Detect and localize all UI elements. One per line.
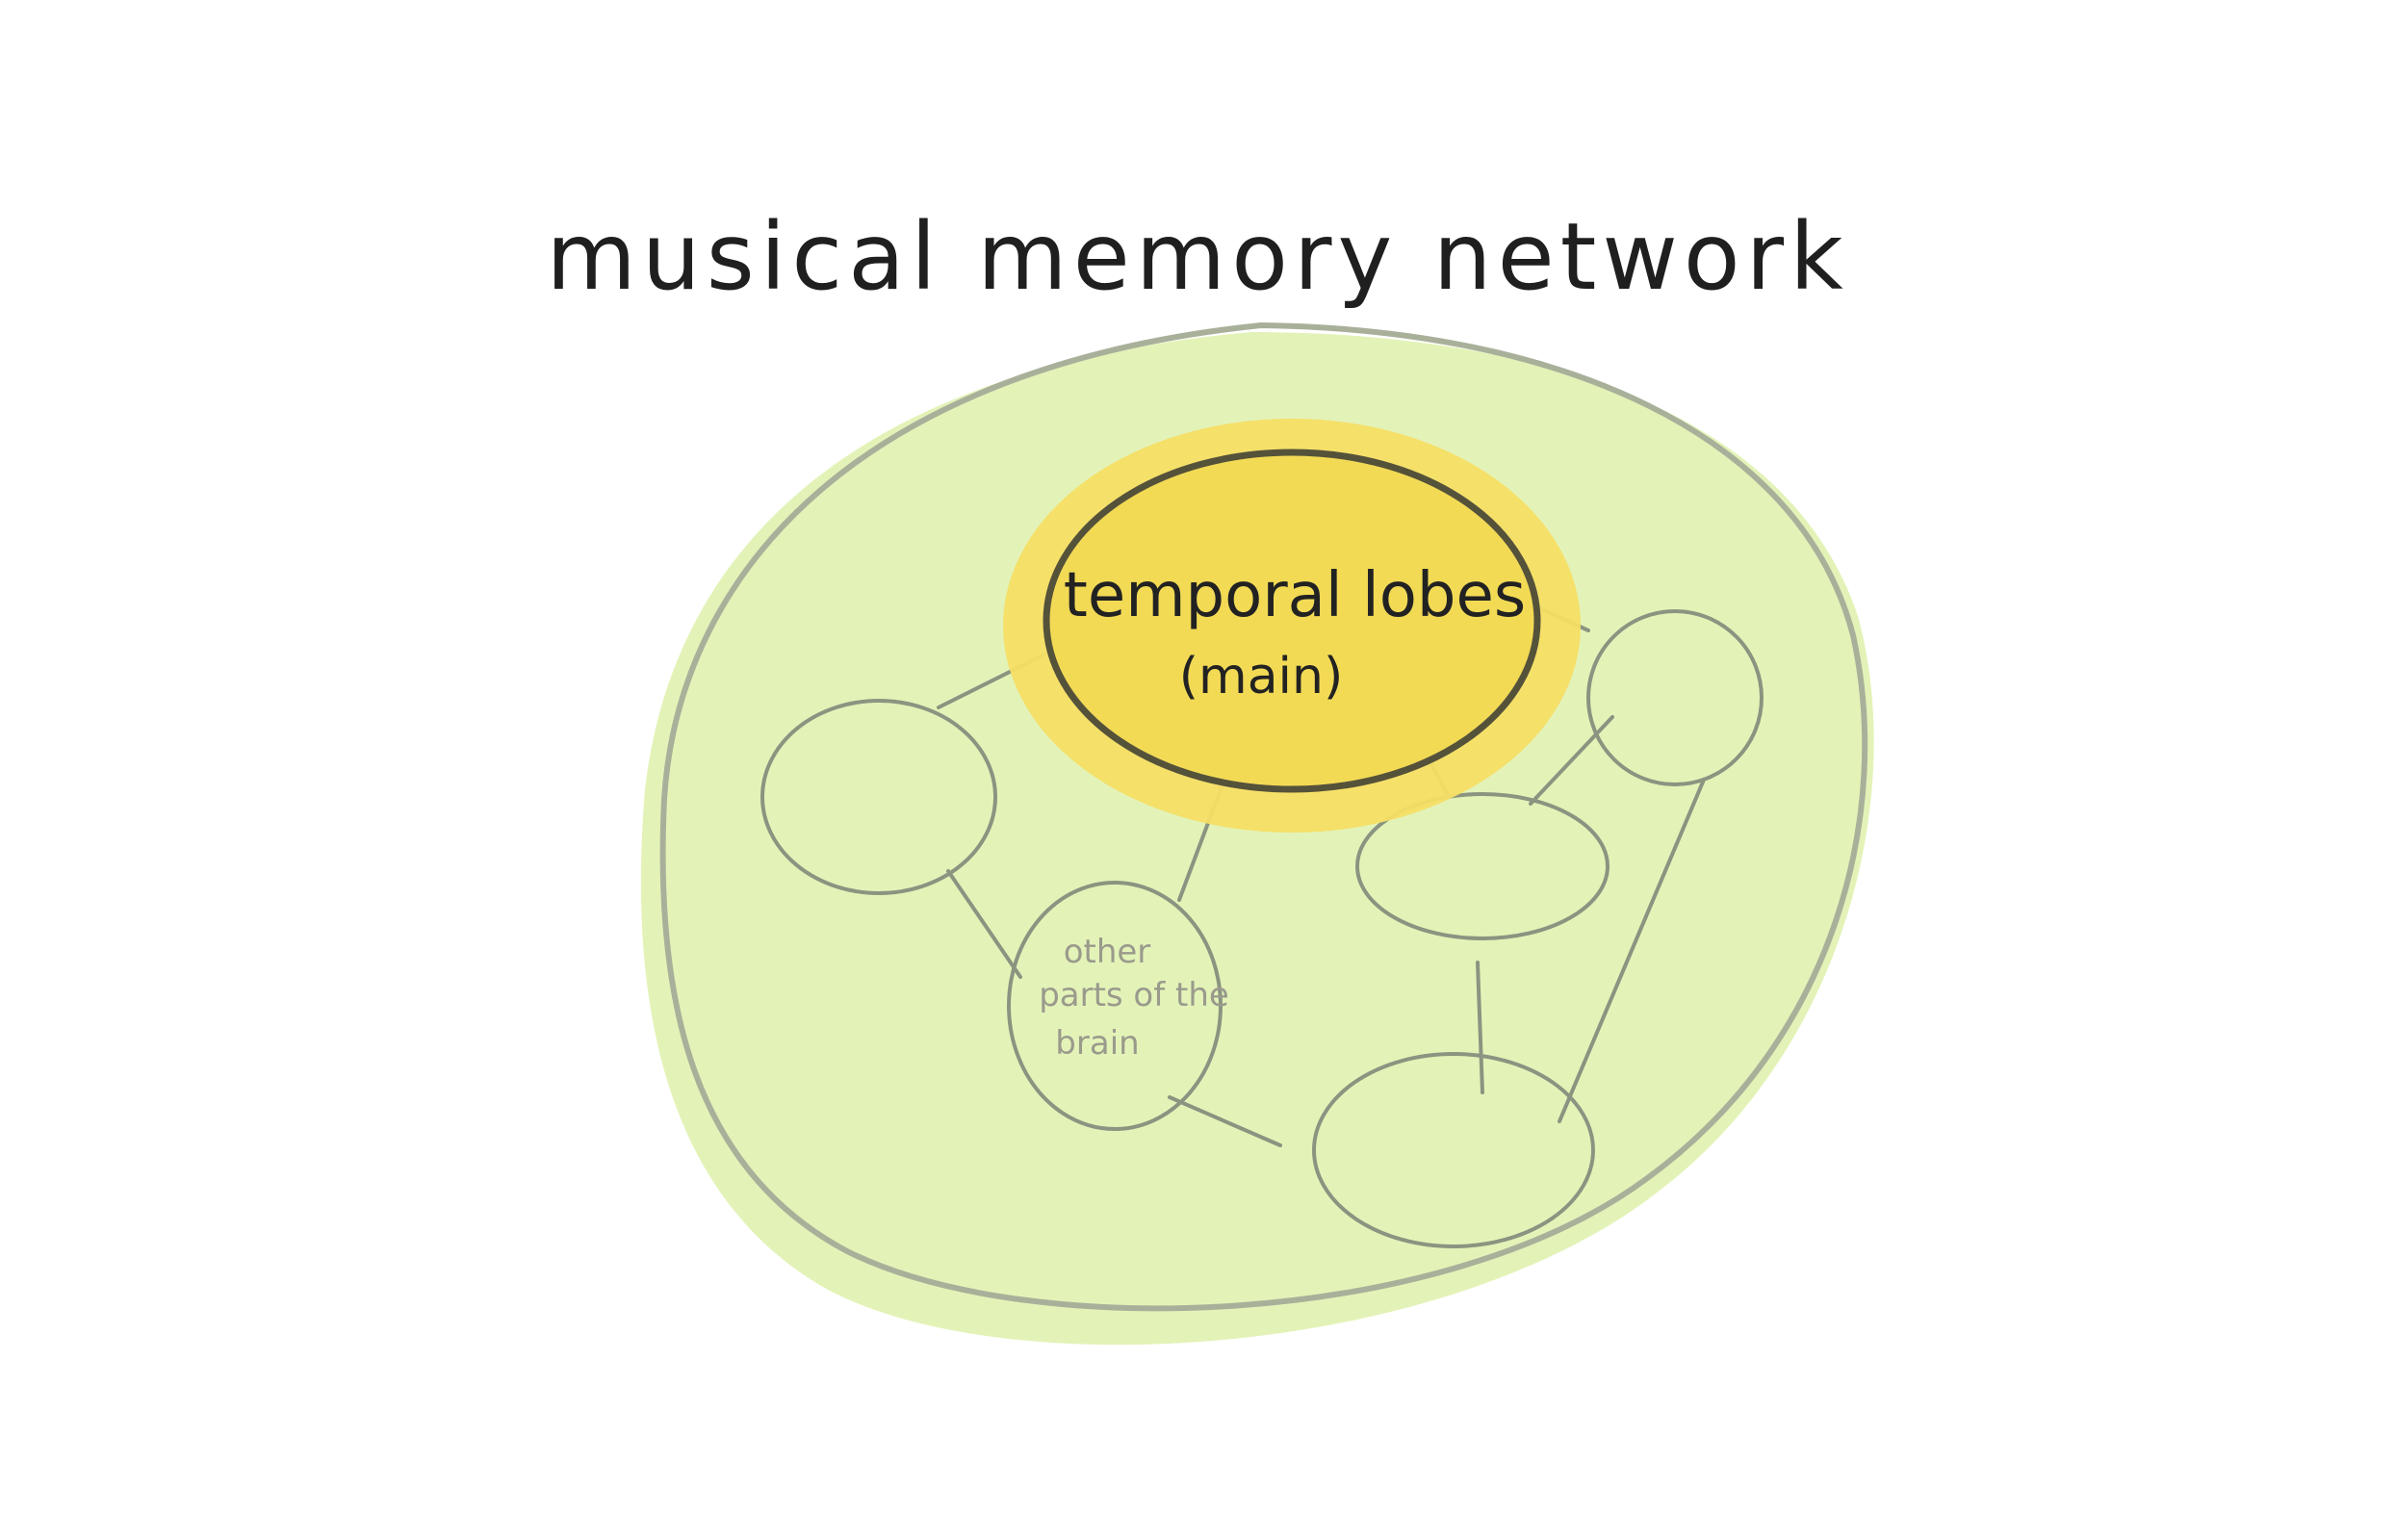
- node-right-middle: [1355, 792, 1610, 940]
- diagram-title: musical memory network: [546, 203, 1848, 311]
- node-bottom: [1312, 1052, 1595, 1248]
- edge-topright-bottom: [1558, 778, 1706, 1123]
- edge-other-bottom: [1168, 1095, 1282, 1147]
- other-parts-label-line2: parts of the: [1039, 976, 1229, 1014]
- edge-left-other: [946, 869, 1022, 979]
- edge-rightmid-bottom: [1476, 961, 1484, 1094]
- main-node: [1043, 449, 1541, 793]
- edge-rightmid-topright: [1529, 715, 1614, 806]
- node-other-parts: [1007, 881, 1223, 1131]
- node-top-right: [1586, 609, 1764, 786]
- main-node-sublabel: (main): [1179, 648, 1344, 706]
- network-outline: [659, 322, 1868, 1312]
- other-parts-label-line3: brain: [1055, 1024, 1139, 1063]
- other-parts-label-line1: other: [1064, 933, 1151, 971]
- main-node-label: temporal lobes: [1064, 560, 1527, 631]
- node-left: [760, 699, 997, 895]
